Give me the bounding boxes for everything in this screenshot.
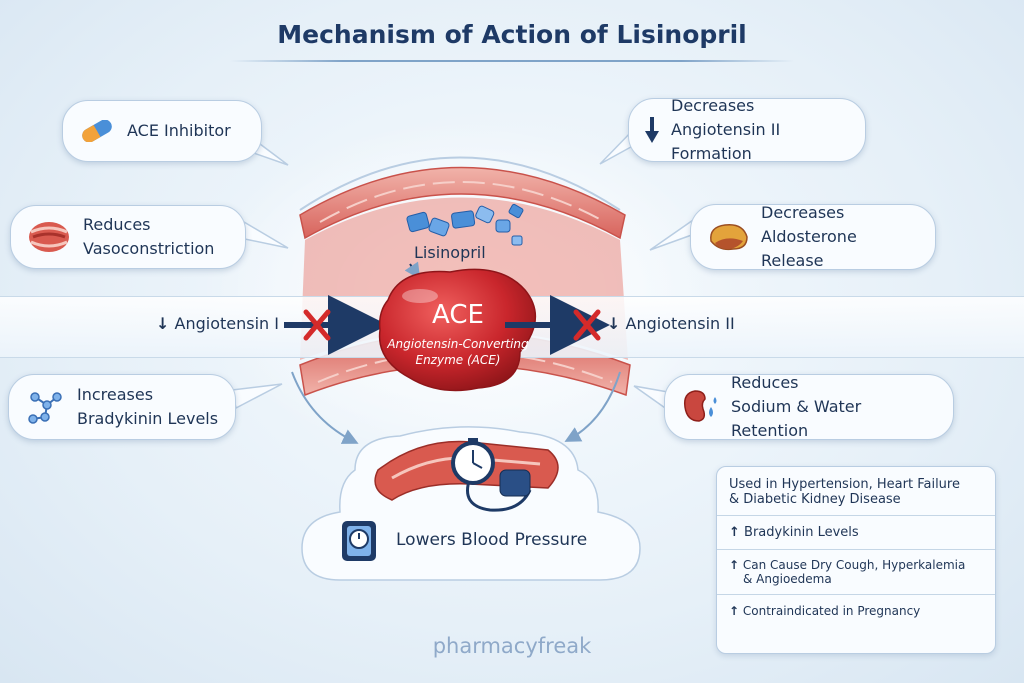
title-underline [230, 60, 794, 62]
decreases-aldosterone-bubble: Decreases Aldosterone Release [690, 203, 936, 270]
down-arrow-icon: ↓ [156, 314, 170, 333]
lisinopril-crystals [406, 203, 524, 246]
uses-row: Used in Hypertension, Heart Failure & Di… [717, 467, 995, 516]
kidney-icon [681, 387, 719, 427]
angiotensin-1-label: ↓ Angiotensin I [156, 314, 279, 333]
decreases-angiotensin-bubble: Decreases Angiotensin II Formation [628, 96, 866, 163]
ace-full-name: Angiotensin-Converting Enzyme (ACE) [387, 337, 529, 368]
ace-label: ACE [432, 300, 484, 330]
up-arrow-icon: ↑ [729, 604, 740, 618]
lisinopril-label: Lisinopril [414, 243, 486, 262]
block-x-icon-left [303, 309, 331, 341]
molecule-icon [25, 387, 65, 427]
reduces-sodium-bubble: Reduces Sodium & Water Retention [664, 373, 954, 440]
down-arrow-icon: ↓ [607, 314, 621, 333]
ace-enzyme-shape [378, 268, 537, 392]
up-arrow-icon: ↑ [729, 558, 740, 572]
adrenal-gland-icon [707, 221, 749, 253]
lowers-bp-label: Lowers Blood Pressure [396, 530, 588, 550]
clinical-notes-box: Used in Hypertension, Heart Failure & Di… [716, 466, 996, 654]
page-title: Mechanism of Action of Lisinopril [277, 20, 747, 49]
bradykinin-row: ↑ Bradykinin Levels [717, 516, 995, 550]
bp-monitor-icon [342, 521, 376, 561]
brand-watermark: pharmacyfreak [432, 634, 592, 658]
stopwatch-icon [451, 438, 532, 512]
contraindication-row: ↑ Contraindicated in Pregnancy [729, 604, 921, 618]
vessel-upper-wall [299, 166, 626, 240]
angiotensin-2-label: ↓ Angiotensin II [607, 314, 735, 333]
capsule-icon [79, 120, 115, 142]
up-arrow-icon: ↑ [729, 525, 740, 540]
arrow-right-to-bp [564, 371, 621, 442]
blood-vessel-icon [27, 220, 71, 254]
ace-inhibitor-bubble: ACE Inhibitor [62, 100, 262, 162]
increases-bradykinin-bubble: Increases Bradykinin Levels [8, 374, 236, 440]
arrow-left-to-bp [291, 371, 359, 444]
down-arrow-icon [645, 117, 659, 143]
guide-arc-top [299, 156, 621, 211]
block-x-icon-right [573, 309, 601, 341]
adverse-effects-row: ↑ Can Cause Dry Cough, Hyperkalemia & An… [717, 550, 995, 595]
reduces-vasoconstriction-bubble: Reduces Vasoconstriction [10, 205, 246, 269]
